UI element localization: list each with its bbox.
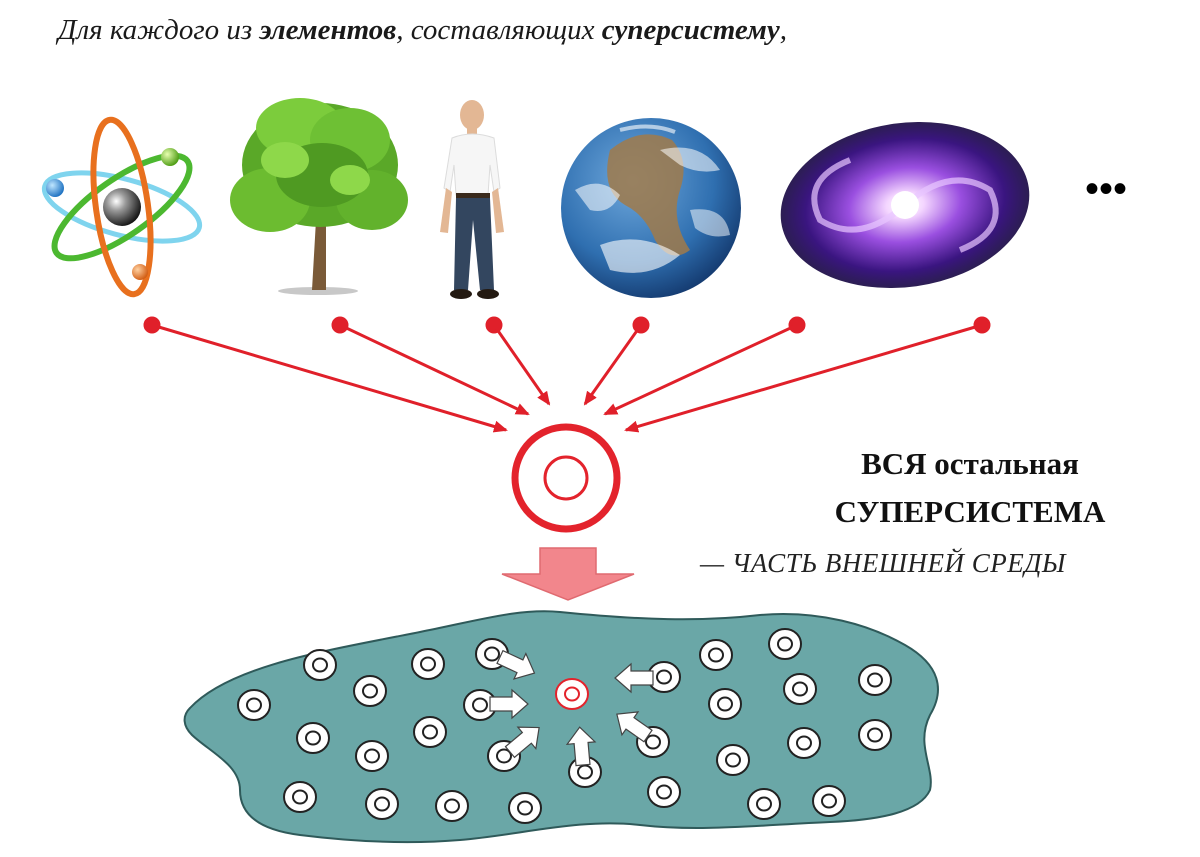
cell xyxy=(716,744,750,776)
cell xyxy=(353,675,387,707)
heading-term-supersystem: суперсистему xyxy=(601,14,780,46)
cell xyxy=(413,716,447,748)
cell xyxy=(303,649,337,681)
cell xyxy=(812,785,846,817)
cell xyxy=(463,689,497,721)
heading-term-elements: элементов xyxy=(259,14,397,46)
environment-arrows xyxy=(489,649,654,767)
cell xyxy=(237,689,271,721)
environment-label: — ЧАСТЬ ВНЕШНЕЙ СРЕДЫ xyxy=(700,548,1066,578)
galaxy-icon xyxy=(780,121,1030,289)
cell xyxy=(699,639,733,671)
arrow-line xyxy=(624,323,983,433)
supersystem-label: ВСЯ остальная СУПЕРСИСТЕМА xyxy=(770,440,1170,536)
environment-blob xyxy=(183,610,939,844)
down-block-arrow xyxy=(501,547,635,601)
white-arrow xyxy=(489,688,529,720)
cell xyxy=(365,788,399,820)
cell xyxy=(647,776,681,808)
cell xyxy=(858,664,892,696)
cell xyxy=(296,722,330,754)
cell xyxy=(355,740,389,772)
white-arrow xyxy=(565,726,597,767)
white-arrow xyxy=(504,726,540,759)
white-arrow xyxy=(614,662,654,694)
cell xyxy=(411,648,445,680)
cell xyxy=(508,792,542,824)
supersystem-label-line1: ВСЯ остальная xyxy=(861,446,1079,481)
white-arrow xyxy=(616,711,653,743)
person-icon xyxy=(440,100,504,299)
heading: Для каждого из элементов, составляющих с… xyxy=(58,14,788,46)
cell xyxy=(787,727,821,759)
cell xyxy=(783,673,817,705)
arrow-line xyxy=(603,323,798,416)
supersystem-label-line2: СУПЕРСИСТЕМА xyxy=(834,494,1106,529)
cell xyxy=(768,628,802,660)
tree-icon xyxy=(230,98,408,295)
cell xyxy=(435,790,469,822)
cell xyxy=(708,688,742,720)
cell xyxy=(858,719,892,751)
element-arrows xyxy=(143,316,991,433)
supersystem-target xyxy=(511,423,621,533)
ellipsis: ••• xyxy=(1085,167,1127,211)
central-element xyxy=(555,678,589,710)
cell xyxy=(283,781,317,813)
atom-icon xyxy=(41,116,203,298)
arrow-line xyxy=(583,324,643,406)
arrow-line xyxy=(151,323,508,433)
arrow-line xyxy=(339,323,530,416)
arrow-line xyxy=(492,324,551,406)
cell xyxy=(747,788,781,820)
white-arrow xyxy=(496,649,536,680)
earth-icon xyxy=(561,118,741,298)
